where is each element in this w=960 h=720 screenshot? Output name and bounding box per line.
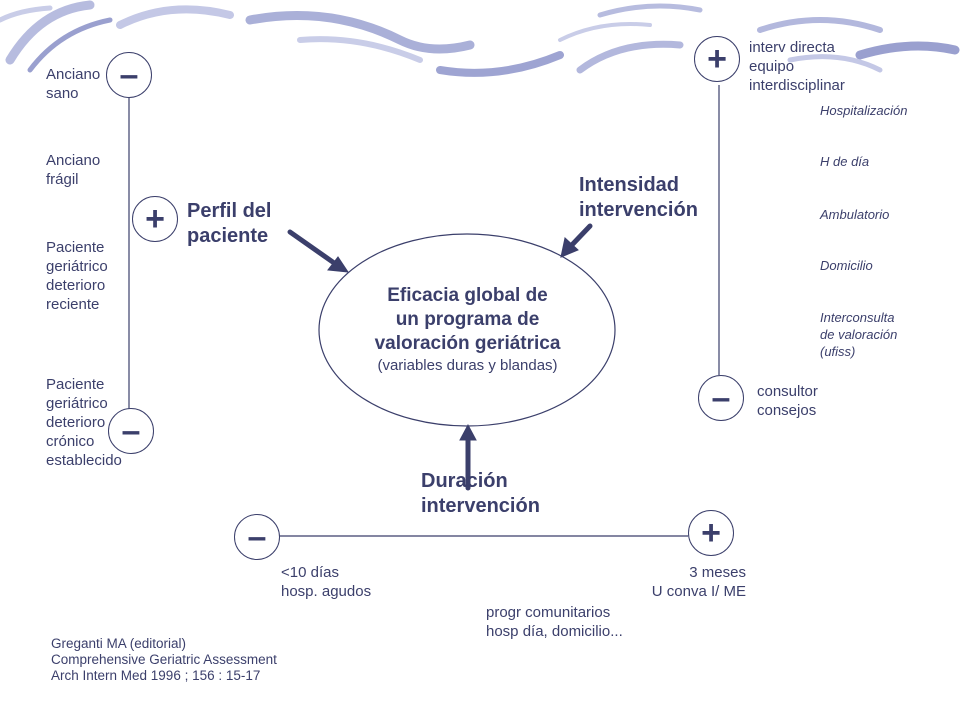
plus-icon: + bbox=[145, 200, 165, 238]
center-subtitle: (variables duras y blandas) bbox=[377, 357, 558, 374]
minus-icon: – bbox=[119, 56, 139, 94]
center-block: Eficacia global de un programa de valora… bbox=[320, 284, 615, 376]
patient-item-deterioro-reciente: Paciente geriátrico deterioro reciente bbox=[46, 239, 108, 313]
patient-minus-bottom-circle: – bbox=[108, 408, 154, 454]
duration-right-text: 3 meses U conva I/ ME bbox=[651, 564, 746, 600]
plus-icon: + bbox=[707, 40, 727, 78]
duration-label: Duración intervención bbox=[421, 470, 540, 517]
intensity-plus-circle: + bbox=[694, 36, 740, 82]
arrow-patient bbox=[287, 229, 340, 268]
intensity-label: Intensidad intervención bbox=[579, 174, 698, 221]
intensity-level-domicilio: Domicilio bbox=[820, 258, 873, 273]
duration-plus-circle: + bbox=[688, 510, 734, 556]
minus-icon: – bbox=[121, 412, 141, 450]
intensity-level-hospitalizacion: Hospitalización bbox=[820, 103, 908, 118]
arrow-patient-head bbox=[327, 256, 350, 273]
reference-citation: Greganti MA (editorial) Comprehensive Ge… bbox=[51, 636, 277, 683]
center-title: Eficacia global de un programa de valora… bbox=[374, 285, 561, 354]
intensity-top-text: interv directa equipo interdisciplinar bbox=[749, 39, 845, 94]
arrow-duration-head bbox=[459, 423, 477, 441]
intensity-minus-circle: – bbox=[698, 375, 744, 421]
patient-profile-label: Perfil del paciente bbox=[187, 200, 272, 247]
patient-plus-circle: + bbox=[132, 196, 178, 242]
plus-icon: + bbox=[701, 514, 721, 552]
patient-item-deterioro-cronico: Paciente geriátrico deterioro crónico es… bbox=[46, 376, 122, 469]
patient-item-anciano-sano: Anciano sano bbox=[46, 66, 101, 102]
duration-bottom-text: progr comunitarios hosp día, domicilio..… bbox=[486, 604, 623, 640]
intensity-bottom-text: consultor consejos bbox=[757, 383, 818, 419]
duration-minus-circle: – bbox=[234, 514, 280, 560]
minus-icon: – bbox=[247, 518, 267, 556]
intensity-level-interconsulta: Interconsulta de valoración (ufiss) bbox=[820, 310, 898, 359]
duration-left-text: <10 días hosp. agudos bbox=[281, 564, 372, 600]
intensity-level-ambulatorio: Ambulatorio bbox=[820, 207, 890, 222]
arrow-intensity-head bbox=[560, 237, 579, 258]
patient-minus-top-circle: – bbox=[106, 52, 152, 98]
intensity-level-h-de-dia: H de día bbox=[820, 154, 870, 169]
minus-icon: – bbox=[711, 379, 731, 417]
patient-item-anciano-fragil: Anciano frágil bbox=[46, 152, 101, 188]
